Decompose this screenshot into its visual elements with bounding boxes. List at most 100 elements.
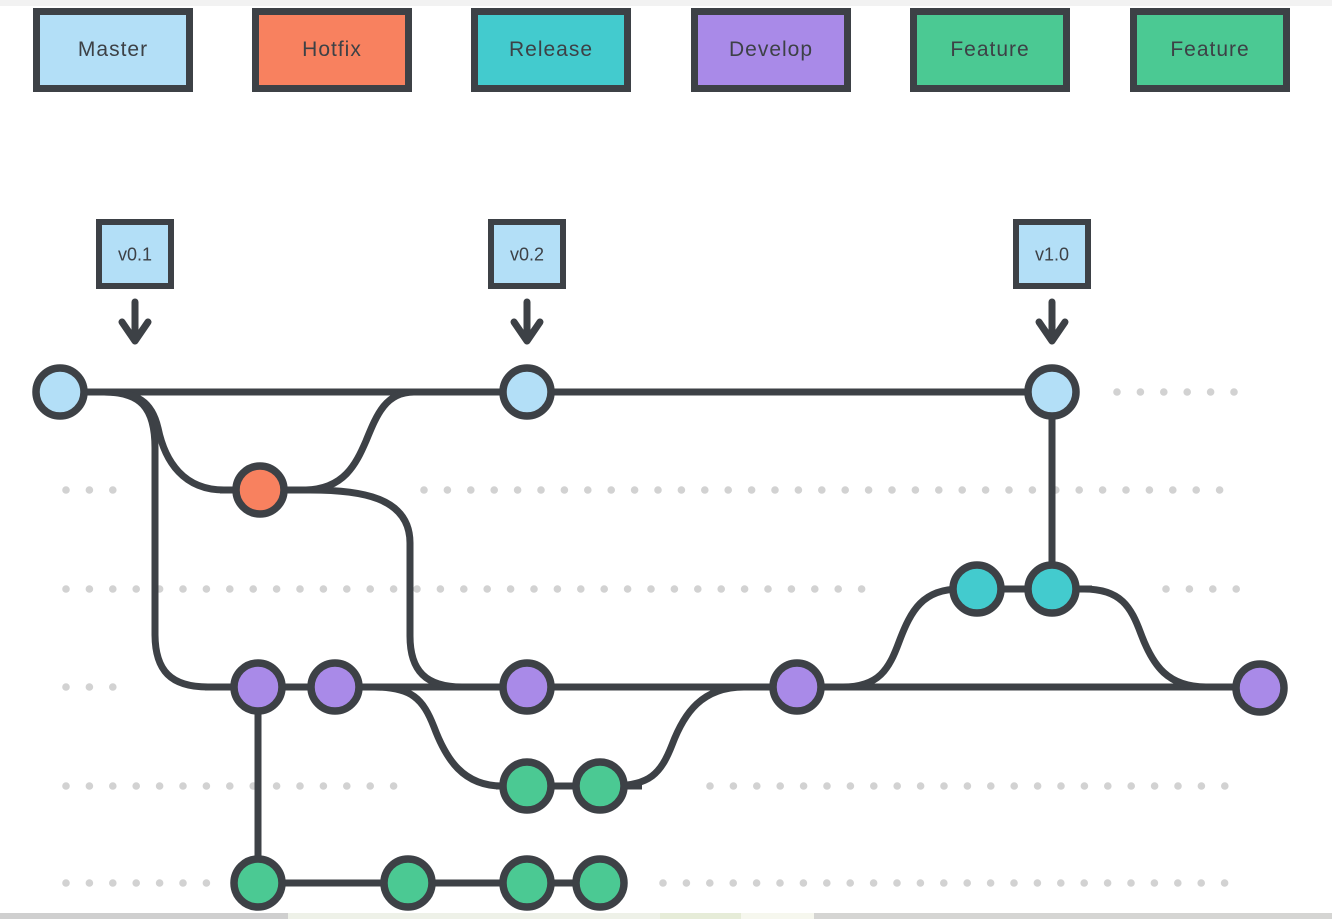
lane-dots-feature-2	[846, 879, 854, 887]
lane-dots-feature-1	[916, 782, 925, 790]
lane-dots-feature-1	[109, 782, 117, 790]
commit-node-release	[1024, 561, 1080, 617]
lane-dots-hotfix	[841, 486, 849, 494]
lane-dots-release	[1209, 585, 1217, 593]
lane-dots-feature-2	[1033, 879, 1042, 887]
lane-dots-release	[389, 585, 398, 593]
legend-label: Develop	[728, 38, 814, 61]
lane-dots-feature-1	[940, 782, 948, 790]
down-arrow-icon	[118, 298, 152, 345]
lane-dots-release	[670, 585, 679, 593]
lane-dots-hotfix	[935, 486, 943, 494]
legend-item-feature-4: Feature	[910, 8, 1070, 92]
merge-release-to-develop	[1083, 585, 1207, 691]
lane-dots-develop	[85, 683, 94, 691]
merge-feature1-to-develop	[611, 683, 745, 790]
lane-dots-feature-2	[1174, 879, 1182, 887]
lane-dots-release	[366, 585, 375, 593]
lane-dots-hotfix	[981, 486, 990, 494]
lane-dots-hotfix	[420, 486, 428, 494]
lane-dots-hotfix	[1169, 486, 1177, 494]
commit-node-develop	[769, 659, 825, 715]
lane-dots-release	[553, 585, 562, 593]
lane-dots-feature-2	[202, 879, 211, 887]
legend-item-master-0: Master	[33, 8, 193, 92]
branch-master-to-hotfix	[103, 388, 225, 494]
lane-dots-feature-1	[846, 782, 855, 790]
lane-dots-hotfix	[794, 486, 803, 494]
lane-dots-release	[85, 585, 94, 593]
lane-dots-release	[343, 585, 351, 593]
lane-dots-release	[787, 585, 796, 593]
legend-label: Master	[77, 38, 149, 61]
lane-dots-feature-1	[132, 782, 140, 790]
commit-node-develop	[307, 659, 363, 715]
version-tag-label: v0.2	[510, 244, 544, 264]
lane-dots-feature-1	[893, 782, 901, 790]
lane-dots-feature-2	[659, 879, 667, 887]
lane-dots-hotfix	[864, 486, 873, 494]
lane-dots-hotfix	[1075, 486, 1083, 494]
lane-dots-hotfix	[85, 486, 94, 494]
lane-dots-feature-2	[916, 879, 925, 887]
lane-dots-feature-1	[226, 782, 234, 790]
lane-dots-feature-1	[823, 782, 831, 790]
branch-develop-to-feature1	[373, 683, 503, 790]
commit-node-feature-2	[499, 855, 555, 911]
lane-dots-feature-1	[366, 782, 375, 790]
lane-dots-master	[1113, 388, 1121, 396]
lane-dots-hotfix	[747, 486, 756, 494]
lane-dots-release	[132, 585, 140, 593]
lane-dots-master	[1206, 388, 1215, 396]
lane-dots-release	[62, 585, 70, 593]
lane-dots-feature-1	[1010, 782, 1018, 790]
lane-dots-feature-2	[1103, 879, 1112, 887]
edge-strip-5	[814, 913, 1332, 919]
lane-dots-hotfix	[1215, 486, 1224, 494]
lane-dots-feature-2	[752, 879, 761, 887]
lane-dots-release	[1185, 585, 1194, 593]
lane-dots-release	[226, 585, 234, 593]
lane-dots-feature-2	[132, 879, 140, 887]
lane-dots-feature-1	[1057, 782, 1065, 790]
lane-dots-feature-2	[823, 879, 831, 887]
lane-dots-feature-1	[1197, 782, 1206, 790]
version-tag-label: v0.1	[118, 244, 152, 264]
legend-label: Feature	[950, 38, 1030, 61]
lane-dots-feature-2	[1150, 879, 1159, 887]
lane-dots-hotfix	[818, 486, 826, 494]
lane-dots-feature-1	[1033, 782, 1042, 790]
lane-dots-release	[506, 585, 515, 593]
lane-dots-hotfix	[654, 486, 662, 494]
lane-dots-feature-2	[682, 879, 691, 887]
lane-dots-feature-1	[1150, 782, 1159, 790]
legend-label: Hotfix	[302, 38, 362, 61]
lane-dots-feature-1	[963, 782, 972, 790]
lane-dots-release	[436, 585, 445, 593]
commit-node-feature-2	[230, 855, 286, 911]
commit-node-develop	[1232, 660, 1288, 716]
edge-strip-2	[288, 913, 660, 919]
lane-dots-feature-2	[799, 879, 808, 887]
lane-dots-release	[296, 585, 304, 593]
version-tag-box-v0.1	[96, 219, 174, 289]
lane-dots-hotfix	[467, 486, 475, 494]
lane-dots-release	[694, 585, 702, 593]
lane-dots-hotfix	[607, 486, 615, 494]
lane-dots-hotfix	[1192, 486, 1200, 494]
lane-dots-feature-2	[706, 879, 714, 887]
commit-node-hotfix	[232, 462, 288, 518]
lane-dots-hotfix	[677, 486, 686, 494]
lane-dots-release	[647, 585, 655, 593]
lane-dots-hotfix	[1098, 486, 1107, 494]
lane-dots-release	[272, 585, 281, 593]
lane-dots-hotfix	[1145, 486, 1154, 494]
lane-dots-feature-1	[987, 782, 995, 790]
lane-dots-feature-1	[202, 782, 211, 790]
lane-dots-hotfix	[911, 486, 920, 494]
lane-dots-feature-2	[986, 879, 995, 887]
lane-dots-release	[857, 585, 866, 593]
lane-dots-hotfix	[537, 486, 545, 494]
